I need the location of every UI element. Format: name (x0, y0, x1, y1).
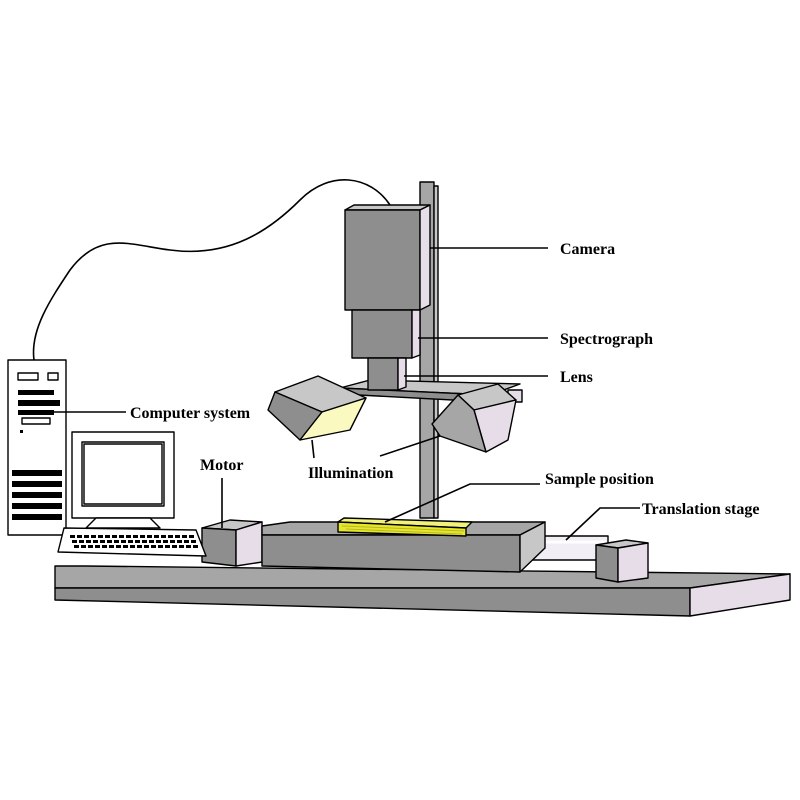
labels: Camera Spectrograph Lens Computer system… (130, 241, 759, 518)
keyboard-key (137, 545, 142, 548)
keyboard-key (189, 535, 194, 538)
lens (367, 357, 407, 391)
keyboard-key (91, 535, 96, 538)
spectrograph (351, 309, 421, 359)
keyboard-key (81, 545, 86, 548)
base-plate (54, 565, 791, 617)
keyboard-key (144, 545, 149, 548)
right-lamp (431, 383, 517, 453)
keyboard-key (179, 545, 184, 548)
keyboard-key (79, 540, 84, 543)
keyboard-key (133, 535, 138, 538)
keyboard (57, 527, 207, 557)
rail-end-block (595, 539, 649, 583)
keyboard-key (163, 540, 168, 543)
keyboard-key (119, 535, 124, 538)
label-sample-position: Sample position (545, 471, 654, 488)
keyboard-key (165, 545, 170, 548)
keyboard-key (168, 535, 173, 538)
keyboard-key (107, 540, 112, 543)
keyboard-key (149, 540, 154, 543)
keyboard-key (84, 535, 89, 538)
keyboard-key (182, 535, 187, 538)
keyboard-key (116, 545, 121, 548)
keyboard-key (74, 545, 79, 548)
label-motor: Motor (200, 457, 244, 474)
keyboard-key (142, 540, 147, 543)
left-lamp (267, 375, 367, 441)
leader-translation-stage (565, 507, 640, 541)
keyboard-key (191, 540, 196, 543)
leader-sample-position (384, 483, 540, 523)
keyboard-key (100, 540, 105, 543)
keyboard-key (170, 540, 175, 543)
keyboard-key (77, 535, 82, 538)
leader-lines (50, 247, 640, 541)
leader-illumination-left (311, 439, 315, 459)
keyboard-key (177, 540, 182, 543)
keyboard-key (184, 540, 189, 543)
label-translation-stage: Translation stage (642, 501, 759, 518)
stage-platform (261, 521, 546, 573)
keyboard-keys (70, 535, 198, 548)
cable (32, 179, 391, 361)
keyboard-key (121, 540, 126, 543)
keyboard-key (93, 540, 98, 543)
keyboard-key (126, 535, 131, 538)
keyboard-key (172, 545, 177, 548)
keyboard-key (154, 535, 159, 538)
keyboard-key (186, 545, 191, 548)
keyboard-key (158, 545, 163, 548)
keyboard-key (98, 535, 103, 538)
label-lens: Lens (560, 369, 593, 386)
keyboard-key (147, 535, 152, 538)
keyboard-key (128, 540, 133, 543)
label-illumination: Illumination (308, 465, 393, 482)
label-computer-system: Computer system (130, 405, 251, 422)
keyboard-key (161, 535, 166, 538)
keyboard-key (151, 545, 156, 548)
keyboard-key (156, 540, 161, 543)
keyboard-key (86, 540, 91, 543)
keyboard-key (105, 535, 110, 538)
keyboard-key (95, 545, 100, 548)
keyboard-key (140, 535, 145, 538)
keyboard-key (135, 540, 140, 543)
keyboard-key (72, 540, 77, 543)
keyboard-key (102, 545, 107, 548)
keyboard-key (114, 540, 119, 543)
keyboard-key (130, 545, 135, 548)
camera (344, 204, 431, 311)
label-camera: Camera (560, 241, 615, 258)
keyboard-key (175, 535, 180, 538)
leader-illumination-right (379, 435, 441, 457)
motor (201, 519, 263, 567)
keyboard-key (112, 535, 117, 538)
computer-monitor (71, 431, 175, 529)
keyboard-key (109, 545, 114, 548)
keyboard-key (88, 545, 93, 548)
keyboard-key (193, 545, 198, 548)
computer-tower (7, 359, 67, 536)
keyboard-key (123, 545, 128, 548)
sample (337, 517, 473, 537)
keyboard-key (70, 535, 75, 538)
label-spectrograph: Spectrograph (560, 331, 653, 348)
